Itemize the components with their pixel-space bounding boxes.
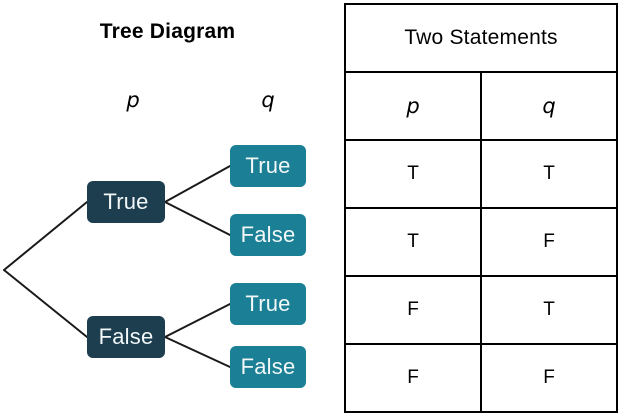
table-header-p: p <box>344 71 482 141</box>
table-title: Two Statements <box>344 3 618 73</box>
table-header-row: p q <box>344 71 618 141</box>
table-row: F T <box>344 275 618 345</box>
branch-true-to-false <box>164 201 231 236</box>
branch-root-to-false <box>3 269 88 338</box>
table-cell-p: F <box>344 343 482 413</box>
tree-diagram-panel: Tree Diagram p q True False True False T… <box>3 20 306 388</box>
table-row: T T <box>344 139 618 209</box>
branch-false-to-false <box>164 336 231 368</box>
tree-node-p-false[interactable]: False <box>87 316 165 358</box>
tree-node-p-true[interactable]: True <box>87 181 165 223</box>
table-cell-q: F <box>480 343 618 413</box>
table-header-q: q <box>480 71 618 141</box>
tree-column-label-q: q <box>261 88 275 112</box>
table-row: F F <box>344 343 618 413</box>
tree-column-label-p: p <box>126 88 140 112</box>
branch-true-to-true <box>164 165 231 203</box>
table-cell-q: F <box>480 207 618 277</box>
two-statements-table-panel: Two Statements p q T T T F F T F F <box>344 3 618 413</box>
tree-node-q-true-1[interactable]: True <box>230 145 306 187</box>
table-cell-p: T <box>344 139 482 209</box>
tree-diagram-title: Tree Diagram <box>99 20 236 43</box>
table-cell-q: T <box>480 275 618 345</box>
tree-node-q-true-2[interactable]: True <box>230 283 306 325</box>
tree-node-q-false-2[interactable]: False <box>230 346 306 388</box>
tree-node-q-false-1[interactable]: False <box>230 214 306 256</box>
table-title-row: Two Statements <box>344 3 618 73</box>
table-cell-q: T <box>480 139 618 209</box>
branch-false-to-true <box>164 303 231 338</box>
tree-branch-lines <box>3 165 231 368</box>
branch-root-to-true <box>3 201 88 271</box>
truth-table: Two Statements p q T T T F F T F F <box>344 3 618 413</box>
table-row: T F <box>344 207 618 277</box>
table-cell-p: F <box>344 275 482 345</box>
truth-table-body: T T T F F T F F <box>344 139 618 413</box>
table-cell-p: T <box>344 207 482 277</box>
